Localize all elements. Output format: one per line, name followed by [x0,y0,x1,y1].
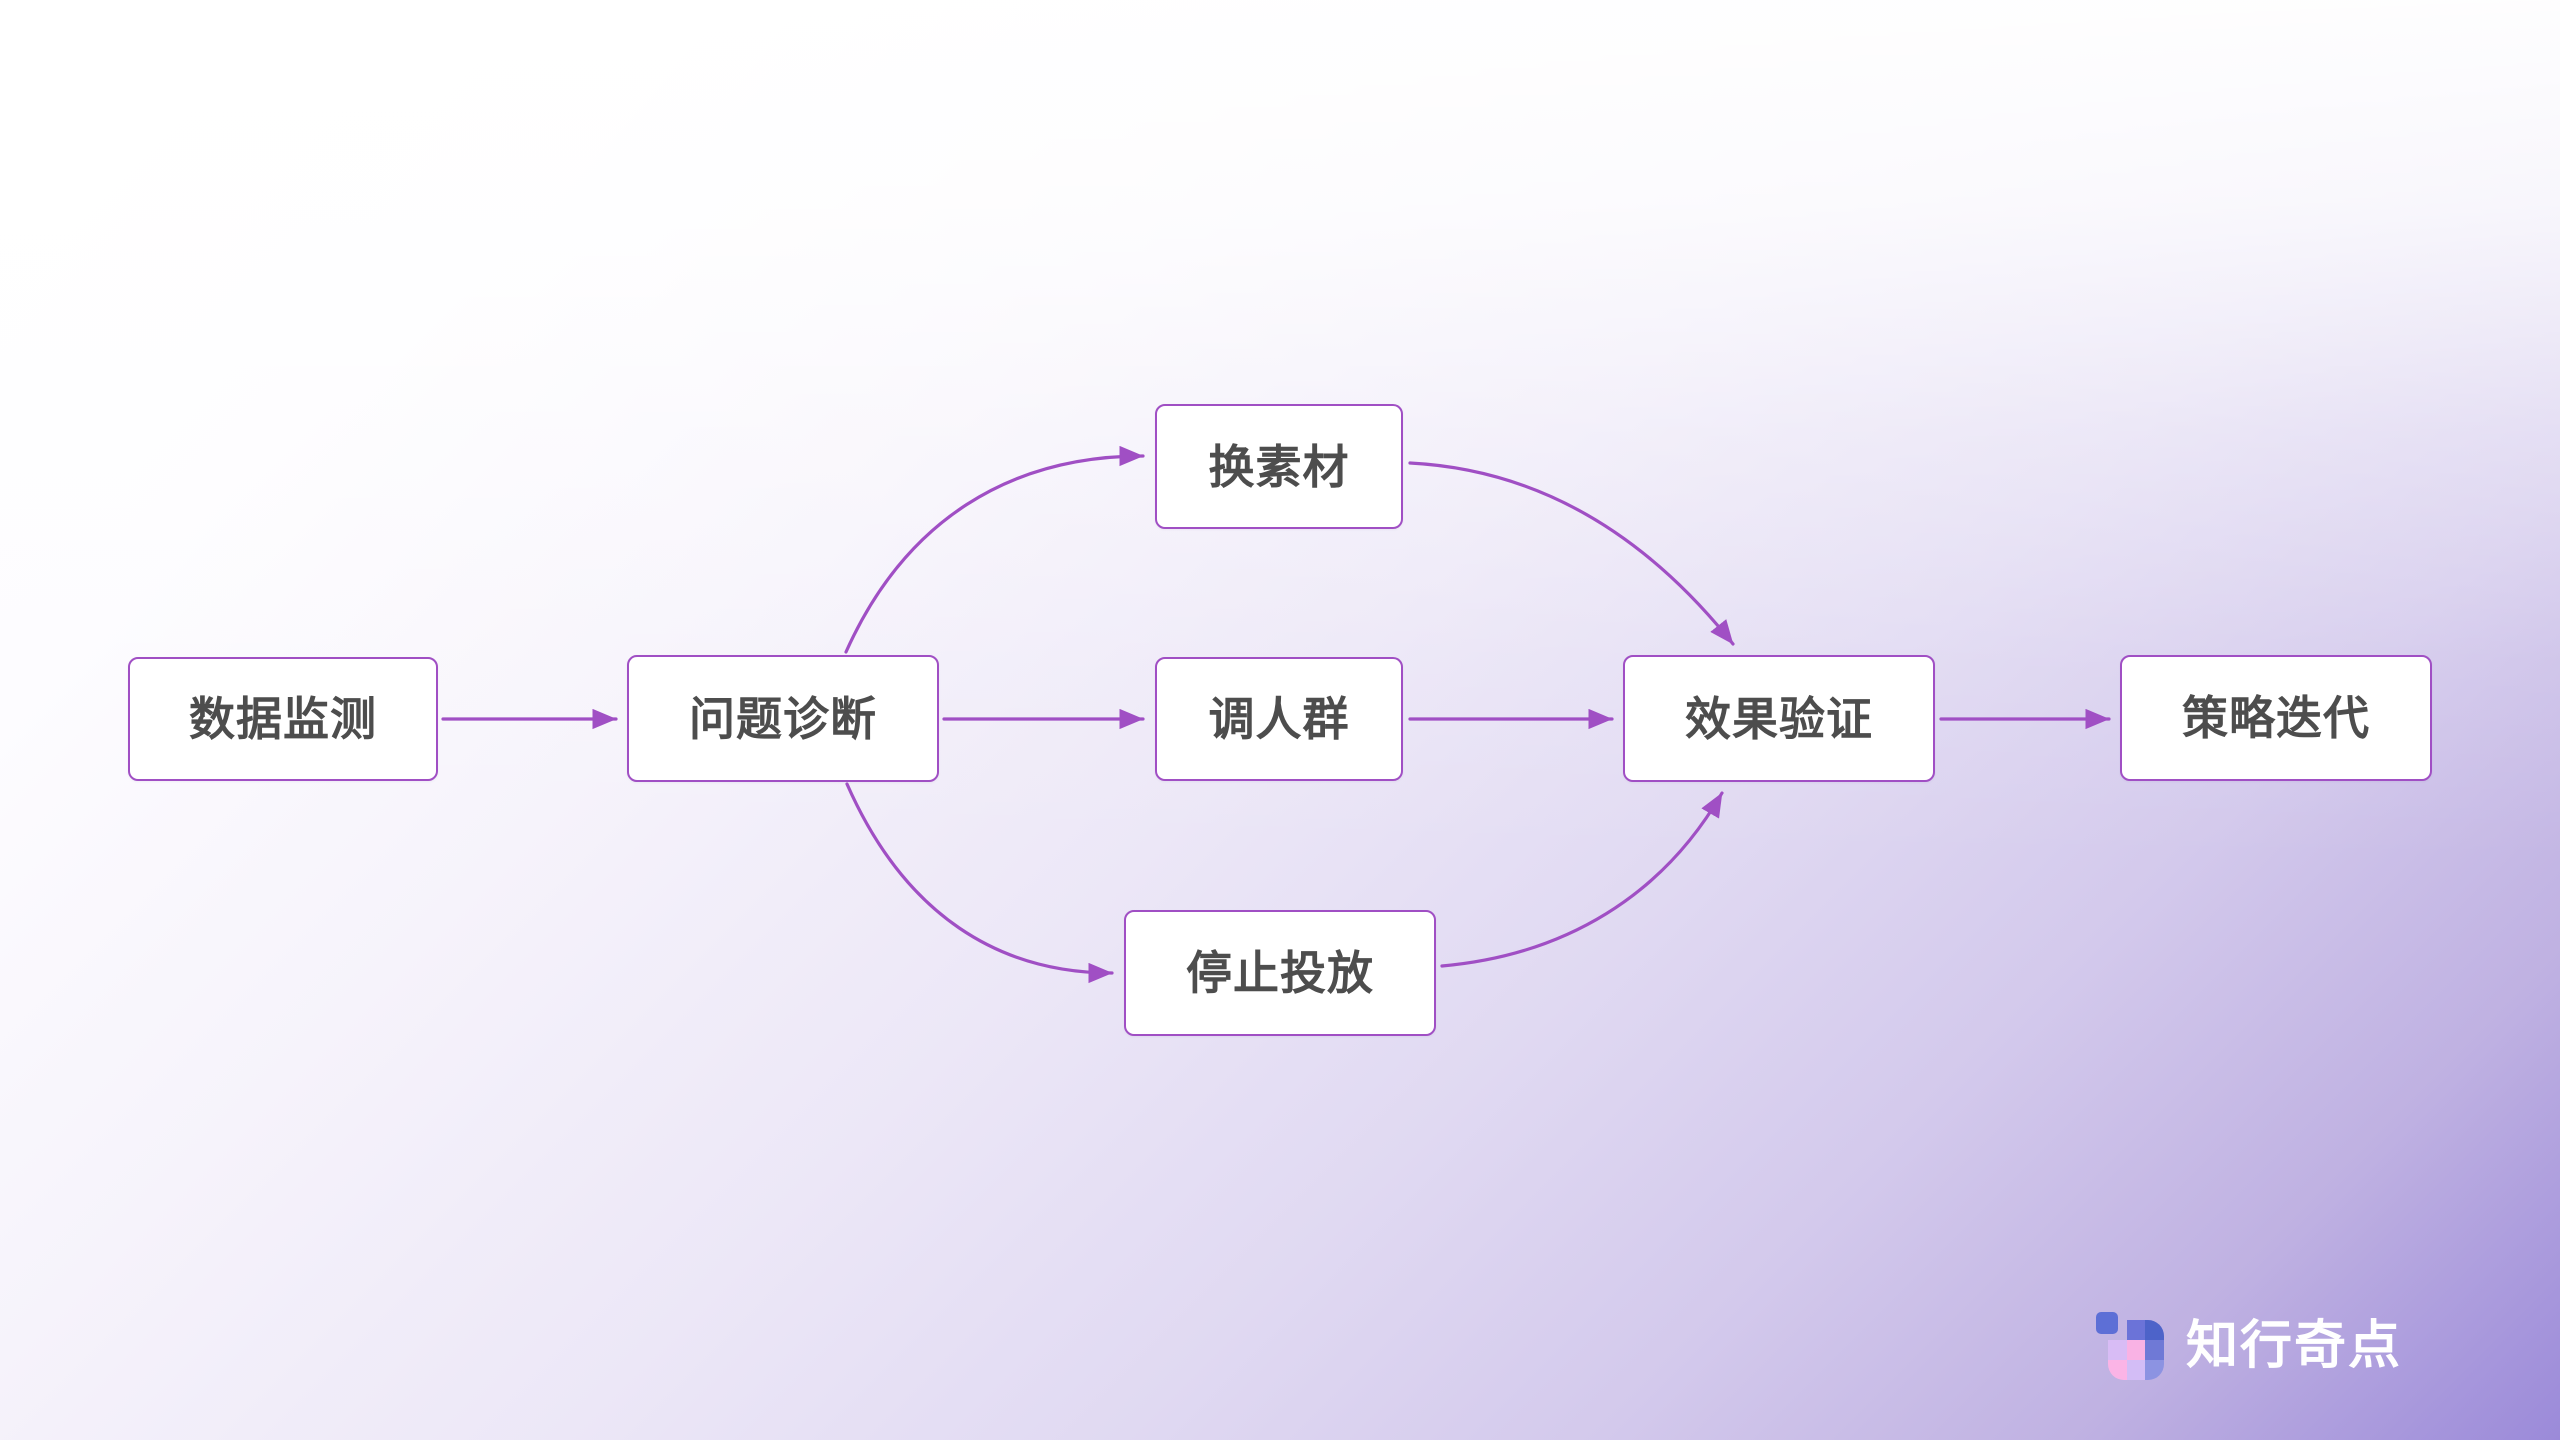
checkered-square-logo-icon [2096,1312,2164,1380]
node-wentizhenduan[interactable]: 问题诊断 [627,655,939,782]
edge-tingzhitoufang-to-xiaoguoyanzheng [1440,791,1724,968]
node-huansucai[interactable]: 换素材 [1155,404,1403,529]
node-shujuejiance[interactable]: 数据监测 [128,657,438,781]
node-label: 策略迭代 [2182,692,2370,744]
node-label: 调人群 [1208,693,1350,745]
node-xiaoguoyanzheng[interactable]: 效果验证 [1623,655,1935,782]
logo-detached-chip [2096,1312,2118,1334]
logo-tile-grid [2108,1320,2164,1380]
brand-lockup: 知行奇点 [2096,1312,2402,1380]
node-diaorenqun[interactable]: 调人群 [1155,657,1403,781]
edge-huansucai-to-xiaoguoyanzheng [1408,461,1735,646]
node-label: 换素材 [1208,440,1350,493]
node-label: 数据监测 [189,693,377,745]
node-label: 效果验证 [1685,692,1873,745]
node-label: 停止投放 [1186,947,1374,999]
node-tingzhitoufang[interactable]: 停止投放 [1124,910,1436,1036]
node-celuediedai[interactable]: 策略迭代 [2120,655,2432,781]
node-label: 问题诊断 [689,692,877,745]
brand-name: 知行奇点 [2186,1317,2403,1375]
edge-wentizhenduan-to-huansucai [844,445,1145,654]
edge-wentizhenduan-to-tingzhitoufang [845,782,1114,984]
